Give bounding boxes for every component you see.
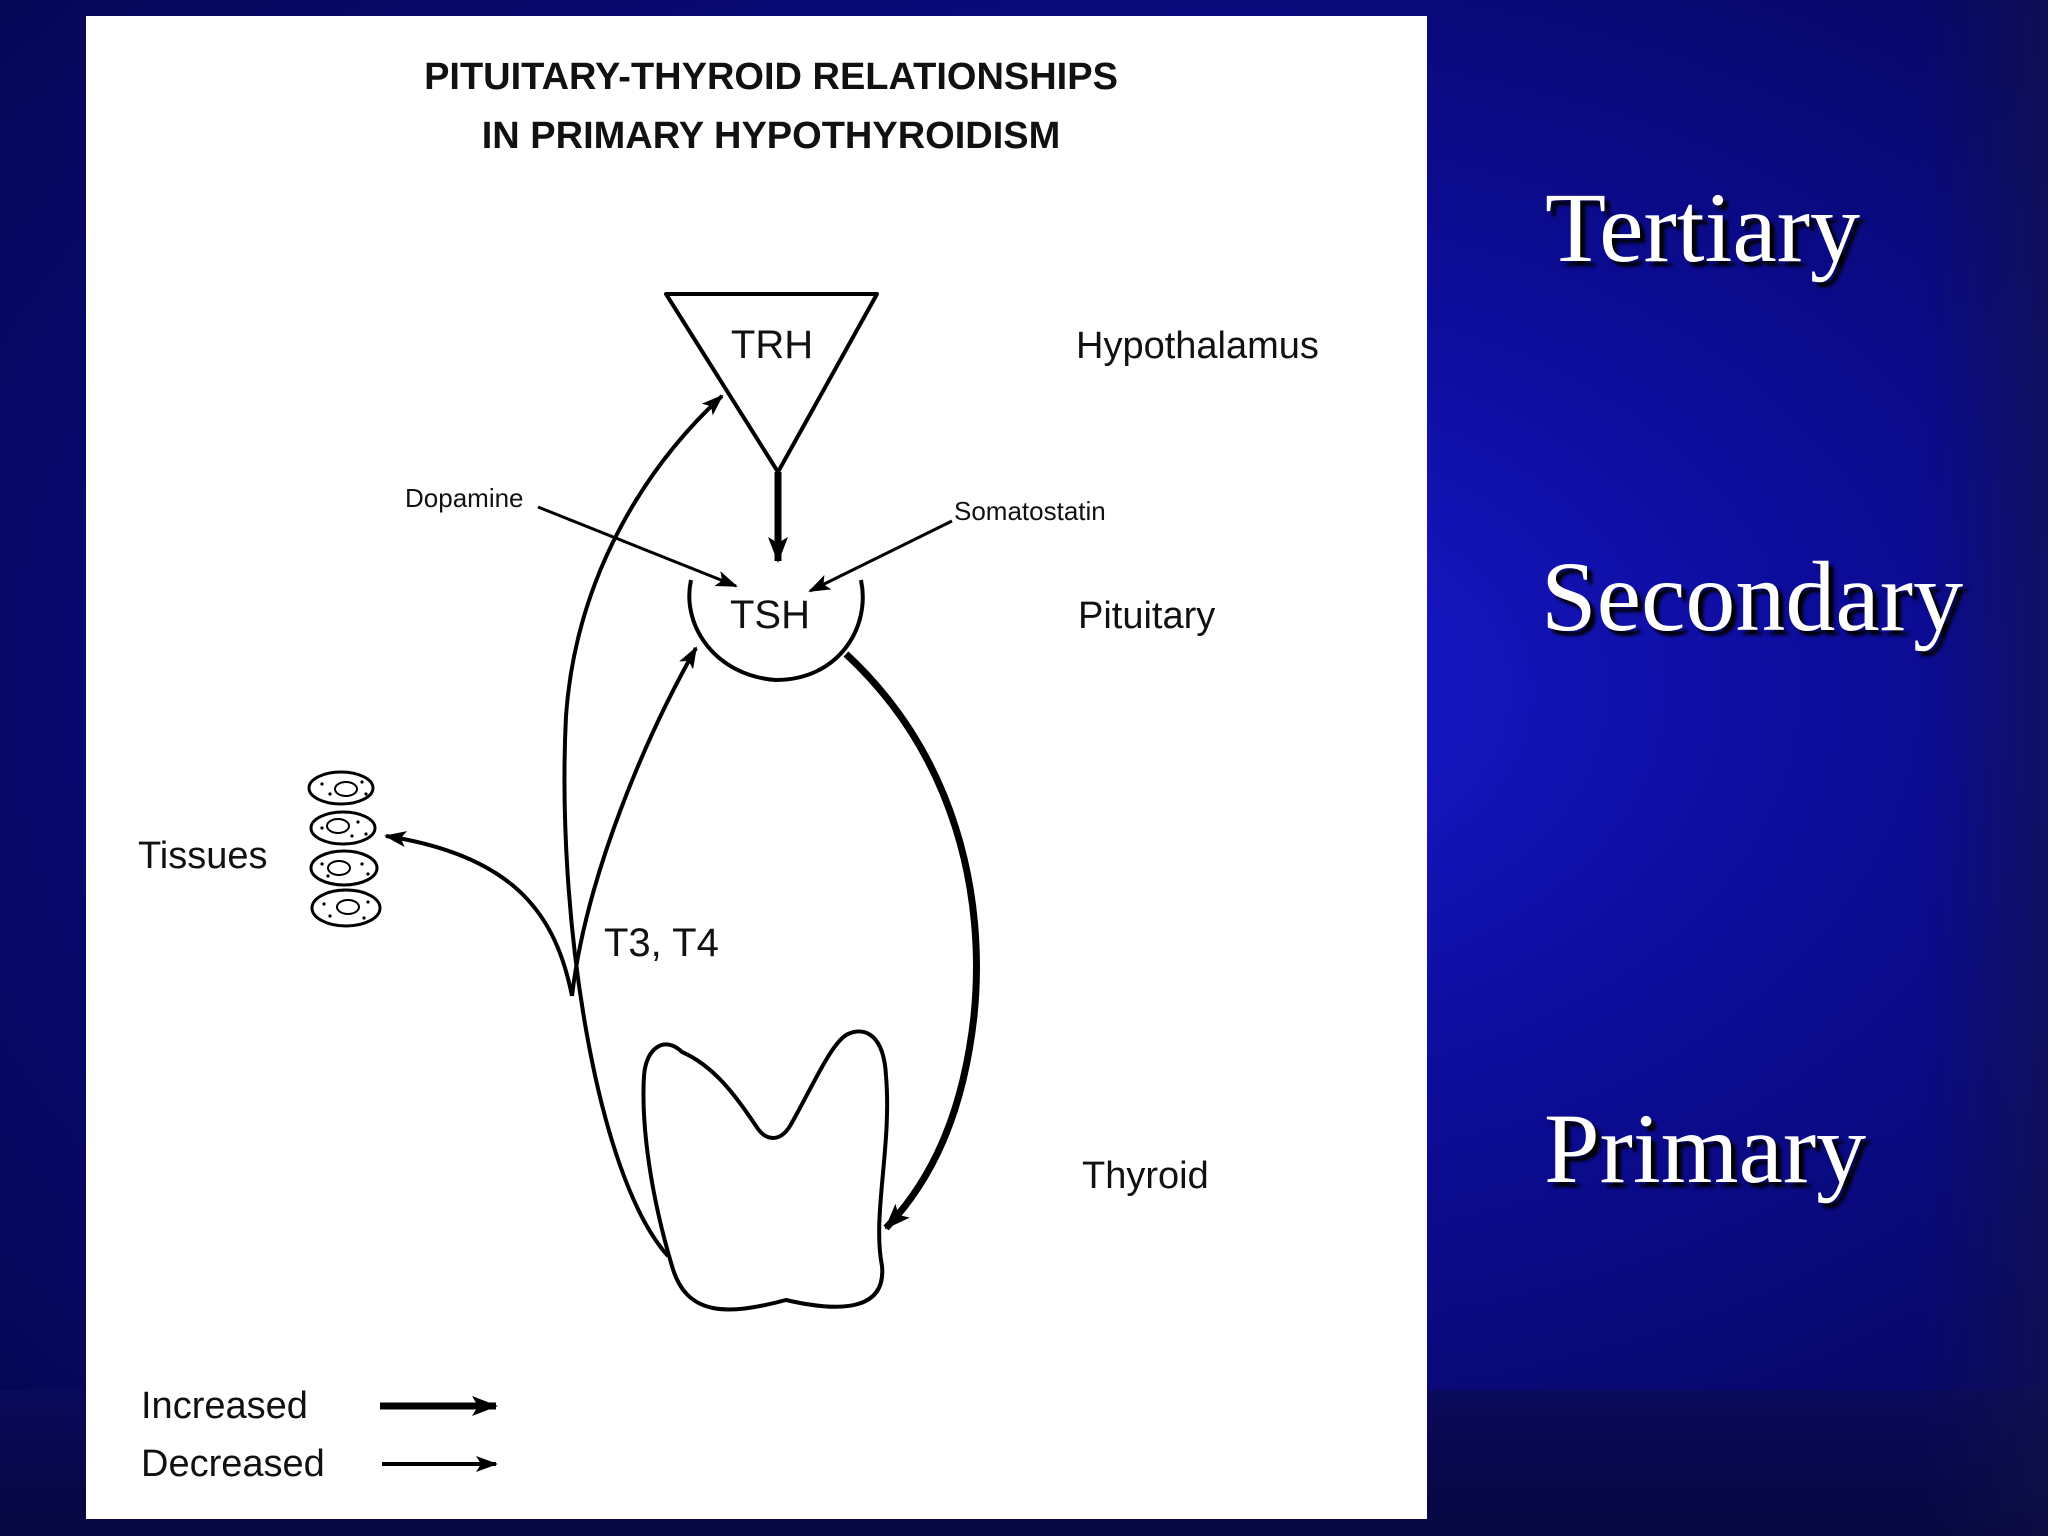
somatostatin-label: Somatostatin [954,496,1106,526]
diagram-title-line2: IN PRIMARY HYPOTHYROIDISM [482,115,1061,157]
tsh-to-thyroid-arrow [843,651,980,1231]
tsh-label: TSH [730,593,810,637]
legend-decreased-label: Decreased [141,1443,325,1485]
dopamine-arrow [537,505,738,588]
primary-label: Primary [1544,1093,1867,1204]
thyroid-to-trh-feedback [562,394,724,1258]
diagram-svg: PITUITARY-THYROID RELATIONSHIPS IN PRIMA… [138,56,1319,1485]
thyroid-label: Thyroid [1082,1155,1209,1197]
pituitary-cup [687,579,865,683]
pituitary-label: Pituitary [1078,595,1215,637]
tissue-cells-icon [307,770,382,928]
diagram-title-line1: PITUITARY-THYROID RELATIONSHIPS [424,56,1118,98]
secondary-label: Secondary [1541,541,1964,652]
dopamine-label: Dopamine [405,483,524,513]
diagram-figure: PITUITARY-THYROID RELATIONSHIPS IN PRIMA… [86,16,1427,1519]
somatostatin-arrow [808,519,953,593]
hypothalamus-triangle [664,292,879,474]
thyroid-gland [641,1029,890,1312]
tertiary-label: Tertiary [1545,172,1861,283]
trh-label: TRH [731,323,813,367]
t3t4-to-tissues-arrow [384,831,574,997]
background-right-band [1925,0,2048,1536]
tissues-label: Tissues [138,835,268,877]
t3t4-to-tsh-feedback [570,646,698,997]
hypothalamus-label: Hypothalamus [1076,325,1319,367]
legend-increased-label: Increased [141,1385,308,1427]
t3t4-label: T3, T4 [604,921,719,965]
